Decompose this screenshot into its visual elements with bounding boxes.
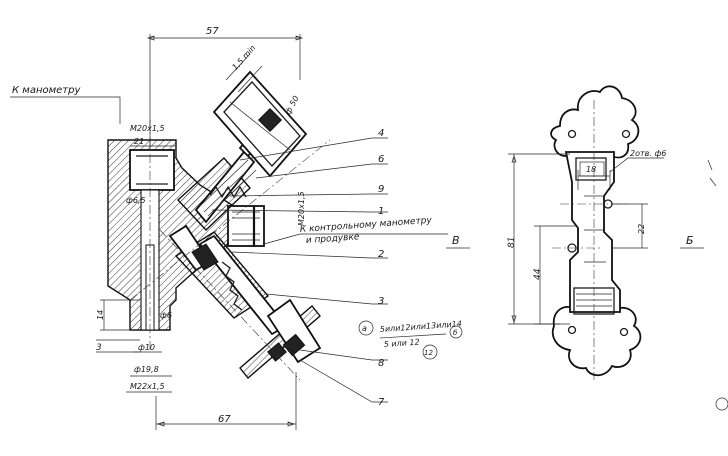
dim-holes: 2отв. ф6 (630, 149, 666, 158)
dim-57: 57 (206, 26, 219, 37)
dim-14: 14 (96, 310, 105, 320)
section-view (107, 70, 331, 381)
note-a: а (362, 324, 367, 333)
dim-44: 44 (533, 268, 543, 280)
flange-top (550, 85, 640, 159)
lower-stem (168, 224, 322, 380)
dim-dia50: ф 50 (284, 94, 301, 115)
edge-circle (715, 397, 728, 411)
view-label-b: Б (686, 234, 694, 247)
callout-8: 8 (378, 358, 384, 369)
callout-1: 1 (378, 206, 384, 217)
front-view: 81 44 18 2отв. ф6 22 (507, 85, 666, 380)
callout-6: 6 (378, 154, 384, 165)
dim-18: 18 (586, 165, 596, 174)
label-to-control-gauge-2: и продувке (306, 232, 361, 246)
port-boss-left (129, 149, 175, 191)
label-to-control-gauge-1: К контрольному манометру (300, 216, 433, 235)
upper-stem (177, 70, 308, 231)
dim-22: 22 (637, 224, 646, 234)
dim-m22: M22x1,5 (130, 382, 165, 391)
dim-m20-right: M20x1,5 (297, 191, 306, 226)
dim-d6: ф6 (160, 311, 172, 320)
callout-2: 2 (378, 249, 384, 260)
dim-m20-left: M20x1,5 (130, 124, 165, 133)
note-b: б (453, 329, 458, 337)
flange-bottom (551, 306, 642, 377)
dim-d10: ф10 (138, 343, 155, 352)
view-label-v: В (452, 234, 460, 247)
callout-4: 4 (378, 128, 384, 139)
handwheel-upper (212, 70, 308, 178)
dim-67: 67 (218, 414, 231, 425)
dim-3: 3 (96, 343, 102, 353)
edge-mark (707, 159, 717, 187)
callout-3: 3 (378, 296, 384, 307)
dim-d19-8: ф19,8 (134, 365, 159, 374)
port-boss-right (227, 205, 265, 247)
dim-21: 21 (134, 137, 144, 146)
dim-min: 1,5 min (230, 43, 257, 72)
callout-9: 9 (378, 184, 384, 195)
dim-d6-5: ф6,5 (126, 196, 146, 205)
notes: а 5или12или13или14 5 или 12 б 12 В Б (358, 234, 704, 360)
callout-7: 7 (378, 397, 385, 408)
label-to-gauge: К манометру (12, 85, 81, 96)
dim-81: 81 (507, 237, 517, 248)
dimensions-left: 57 1,5 min ф 50 К манометру M20x1,5 21 ф… (10, 26, 306, 430)
body-column (564, 151, 621, 313)
note-line2: 5 или 12 (384, 338, 420, 349)
note-12: 12 (424, 349, 433, 357)
